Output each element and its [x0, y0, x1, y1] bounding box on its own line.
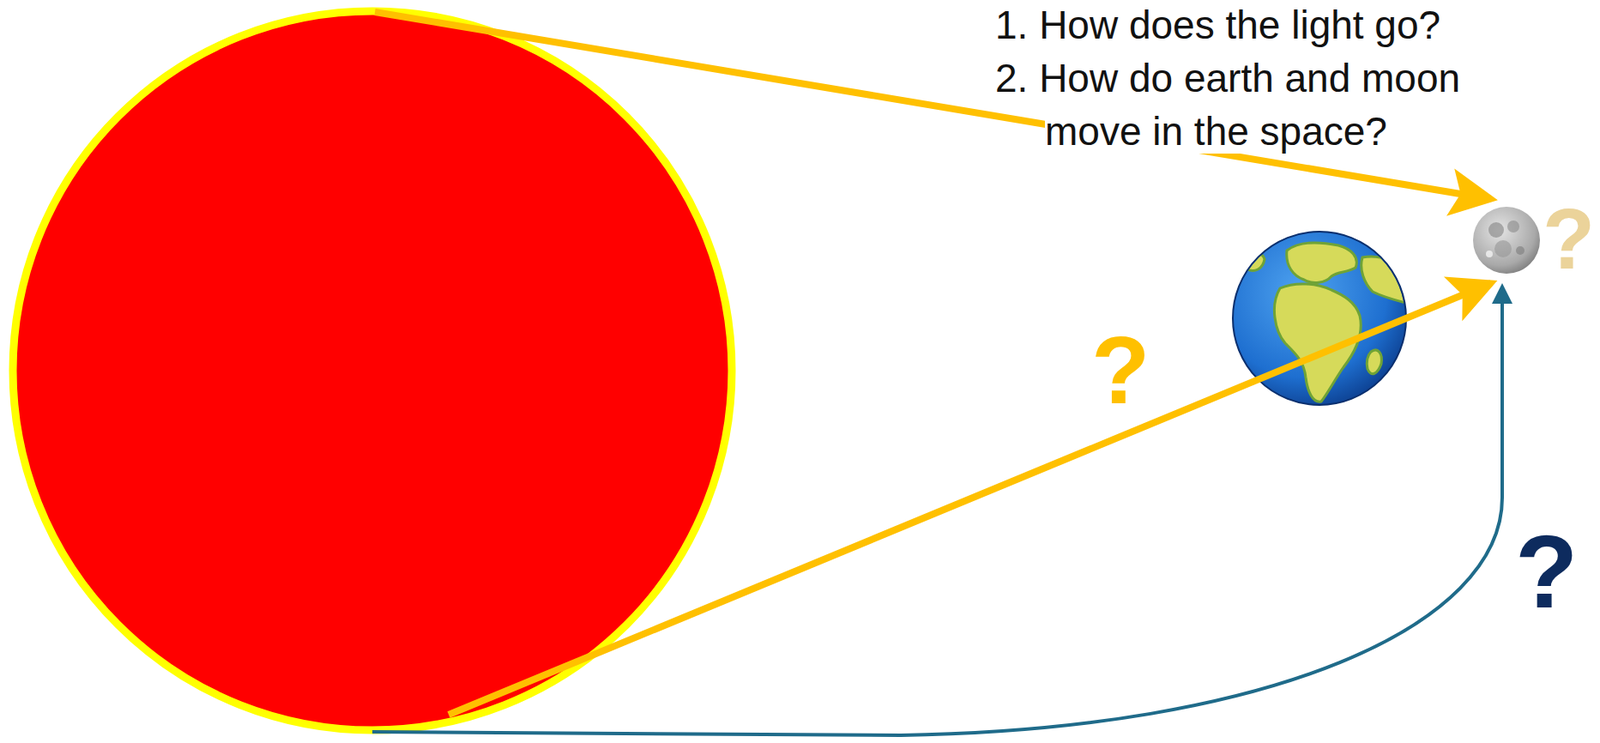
question-text: 1. How does the light go? — [995, 2, 1441, 48]
question-mark: ? — [1542, 195, 1595, 282]
question-item: 1. How does the light go? — [995, 0, 1560, 52]
question-text: 2. How do earth and moon move in the spa… — [995, 55, 1461, 154]
question-mark: ? — [1515, 519, 1578, 623]
sun-disc — [12, 11, 732, 731]
question-mark: ? — [1091, 322, 1150, 419]
curved-path-arrow — [372, 286, 1503, 736]
question-item: 2. How do earth and moon move in the spa… — [995, 51, 1560, 158]
moon-disc — [1473, 206, 1540, 274]
light-ray-arrow — [448, 283, 1492, 715]
